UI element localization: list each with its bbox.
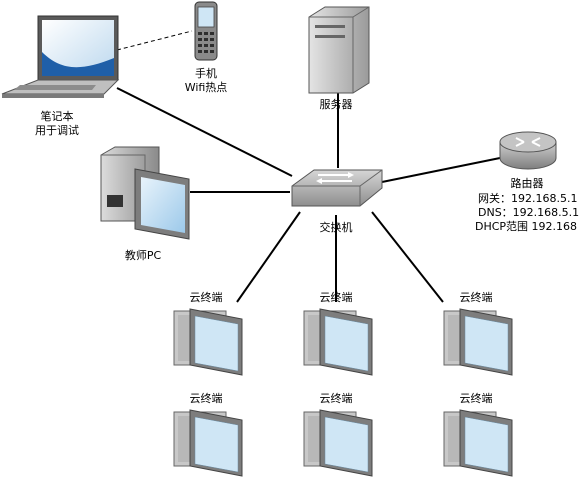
terminal-4-monitor-icon <box>173 409 243 477</box>
router-label-line1: 路由器 <box>510 177 544 190</box>
router-icon <box>499 131 557 170</box>
phone-label-line1: 手机 <box>195 67 217 80</box>
terminal-5-monitor-icon <box>303 409 373 477</box>
phone-label-line2: Wifi热点 <box>184 81 228 94</box>
router-label-line3: DNS：192.168.5.1 <box>478 206 580 219</box>
laptop-label-line2: 用于调试 <box>35 124 79 137</box>
switch-icon <box>291 169 383 207</box>
terminal-6-label: 云终端 <box>459 392 493 405</box>
terminal-3-label: 云终端 <box>459 291 493 304</box>
terminal-1-label: 云终端 <box>189 291 223 304</box>
phone-icon <box>194 1 218 61</box>
link-switch-terminal-3 <box>371 211 444 303</box>
terminal-6-monitor-icon <box>443 409 513 477</box>
terminal-4-label: 云终端 <box>189 392 223 405</box>
server-icon <box>308 6 370 94</box>
teacher-pc-icon <box>100 146 190 240</box>
switch-label: 交换机 <box>319 221 353 234</box>
laptop-icon <box>1 15 120 98</box>
laptop-label-line1: 笔记本 <box>40 110 74 123</box>
terminal-1-monitor-icon <box>173 308 243 376</box>
terminal-2-label: 云终端 <box>319 291 353 304</box>
terminal-3-monitor-icon <box>443 308 513 376</box>
terminal-5-label: 云终端 <box>319 392 353 405</box>
link-router-switch <box>381 157 501 183</box>
terminal-2-monitor-icon <box>303 308 373 376</box>
link-switch-terminal-1 <box>236 211 301 303</box>
router-label-line2: 网关：192.168.5.1 <box>478 192 578 205</box>
link-laptop-phone <box>116 30 193 51</box>
server-label: 服务器 <box>319 98 353 111</box>
link-laptop-switch <box>116 87 293 177</box>
router-label-line4: DHCP范围 192.168 <box>475 220 578 233</box>
teacher-pc-label: 教师PC <box>124 249 162 262</box>
